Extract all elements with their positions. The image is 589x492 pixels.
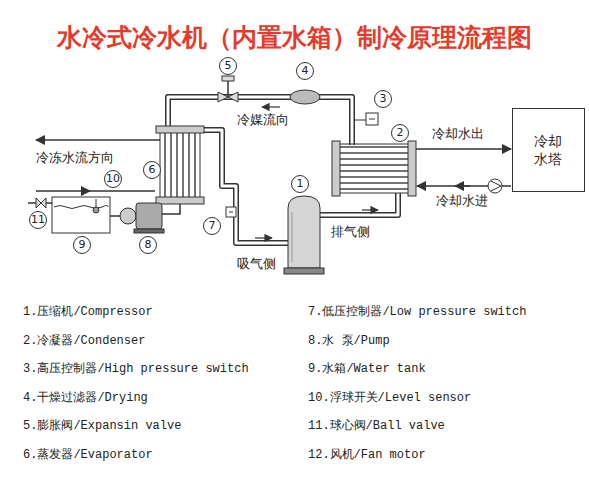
- callout-number: 10: [104, 170, 122, 188]
- evaporator: [156, 126, 204, 204]
- callout-number: 3: [374, 90, 392, 108]
- drier-filter: [290, 90, 320, 104]
- water-pump: [120, 203, 164, 233]
- pipe-label: 冷却水出: [431, 127, 485, 141]
- expansion-valve: [218, 76, 238, 102]
- compressor: [284, 196, 324, 274]
- callout-number: 6: [143, 161, 161, 179]
- condenser: [332, 141, 416, 196]
- low-pressure-switch: [226, 207, 236, 217]
- high-pressure-switch: [355, 113, 378, 125]
- parts-list-item: 6.蒸发器/Evaporator: [23, 446, 153, 463]
- callout-number: 4: [296, 62, 314, 80]
- parts-list-item: 5.膨胀阀/Expansin valve: [23, 417, 181, 434]
- parts-list-item: 7.低压控制器/Low pressure switch: [308, 303, 526, 320]
- water-tank: [52, 197, 110, 233]
- pipe-label: 吸气侧: [236, 257, 277, 271]
- parts-list-item: 10.浮球开关/Level sensor: [308, 388, 471, 405]
- parts-list-item: 3.高压控制器/High pressure switch: [23, 360, 249, 377]
- pipe-label: 冷冻水流方向: [35, 151, 115, 165]
- cooling-pump-mark: [491, 181, 501, 191]
- callout-number: 5: [219, 57, 237, 75]
- parts-list-item: 4.干燥过滤器/Drying: [23, 388, 148, 405]
- pipe-label: 排气侧: [330, 225, 371, 239]
- title: 水冷式冷水机（内置水箱）制冷原理流程图: [57, 21, 532, 54]
- parts-list-item: 11.球心阀/Ball valve: [308, 417, 445, 434]
- parts-list-item: 8.水 泵/Pump: [308, 331, 390, 348]
- callout-number: 8: [139, 236, 157, 254]
- parts-list-item: 9.水箱/Water tank: [308, 360, 426, 377]
- callout-number: 1: [291, 175, 309, 193]
- parts-list-item: 12.风机/Fan motor: [308, 446, 426, 463]
- callout-number: 11: [29, 211, 47, 229]
- ball-valve: [36, 198, 46, 208]
- callout-number: 9: [73, 236, 91, 254]
- pipe-label: 冷媒流向: [236, 113, 290, 127]
- parts-list-item: 1.压缩机/Compressor: [23, 303, 153, 320]
- callout-number: 2: [391, 124, 409, 142]
- cooling-tower-box: 冷却 水塔: [512, 108, 585, 192]
- node-text: 冷却 水塔: [530, 132, 566, 168]
- pipe-label: 冷却水进: [435, 194, 489, 208]
- cooling-pump: [488, 179, 502, 193]
- callout-number: 7: [203, 217, 221, 235]
- parts-list-item: 2.冷凝器/Condenser: [23, 331, 145, 348]
